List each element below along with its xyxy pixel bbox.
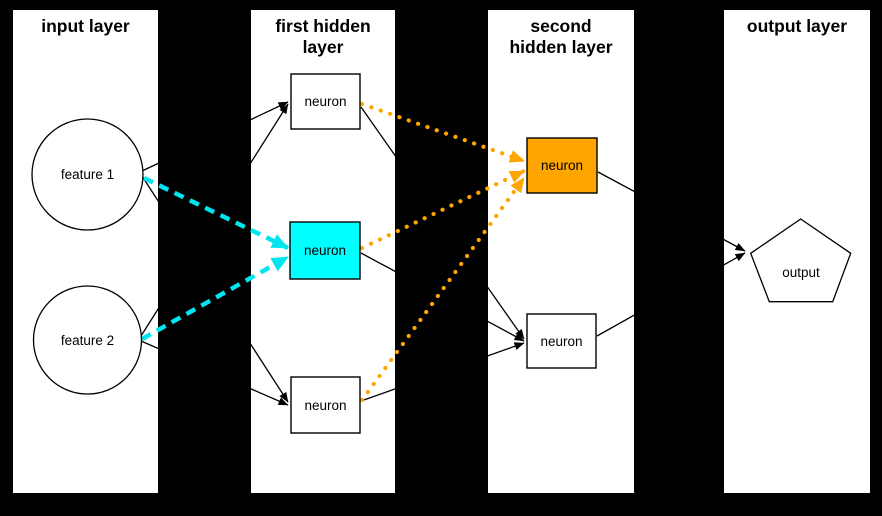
hidden2-bottom-neuron-node [526,313,597,369]
hidden1-top-neuron-node [290,73,361,130]
edge-feature2-to-h1top [140,103,289,337]
hidden2-top-neuron-label: neuron [540,158,584,173]
edge-h1bottom-to-h2bottom [360,342,525,402]
edge-feature1-to-h1top [141,101,289,172]
feature-2-node [32,285,143,395]
hidden1-bottom-neuron-node [290,376,361,434]
edge-feature2-to-h1bottom [140,340,289,406]
edge-h1bottom-to-h2top-orange [359,175,527,403]
input-layer-panel [13,10,158,493]
hidden1-top-neuron-label: neuron [304,94,347,109]
second-hidden-layer-title: second hidden layer [509,16,613,57]
hidden2-top-neuron-node [526,137,598,194]
input-layer-title: input layer [41,16,130,36]
edge-h1mid-to-h2top-orange [359,168,527,251]
output-pentagon-node [749,218,852,303]
edge-h1top-to-h2bottom [360,106,525,340]
hidden2-bottom-neuron-label: neuron [540,333,583,349]
hidden1-mid-neuron-node [289,221,361,280]
second-hidden-layer-panel [488,10,634,493]
edge-h2top-to-output [597,171,746,252]
edge-feature1-to-h1bottom [141,175,289,403]
edge-h2bottom-to-output [596,252,746,337]
hidden1-mid-neuron-label: neuron [303,243,347,258]
first-hidden-layer-title: first hidden layer [275,16,371,57]
edge-h1mid-to-h2bottom [360,252,525,342]
edge-h1top-to-h2top-orange [359,101,527,164]
edge-feature1-to-h1mid-cyan [143,175,289,251]
output-layer-title: output layer [746,16,848,36]
feature-1-label: feature 1 [60,167,115,182]
feature-1-node [31,118,144,231]
hidden1-bottom-neuron-label: neuron [304,397,347,413]
edge-feature2-to-h1mid-cyan [140,255,290,341]
feature-2-label: feature 2 [60,332,115,348]
output-label: output [782,264,820,280]
